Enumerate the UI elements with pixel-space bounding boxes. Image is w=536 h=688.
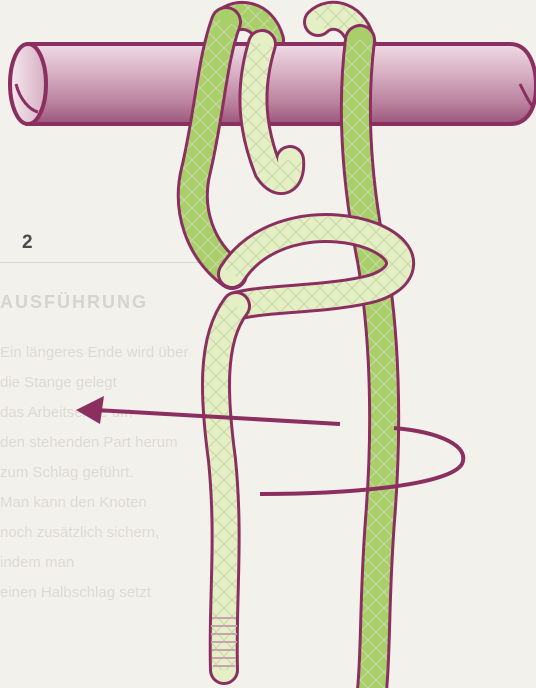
rope-end [211, 618, 237, 666]
direction-arrow-icon [76, 396, 463, 494]
rope-back [226, 16, 362, 46]
bar-left-end [10, 44, 46, 124]
